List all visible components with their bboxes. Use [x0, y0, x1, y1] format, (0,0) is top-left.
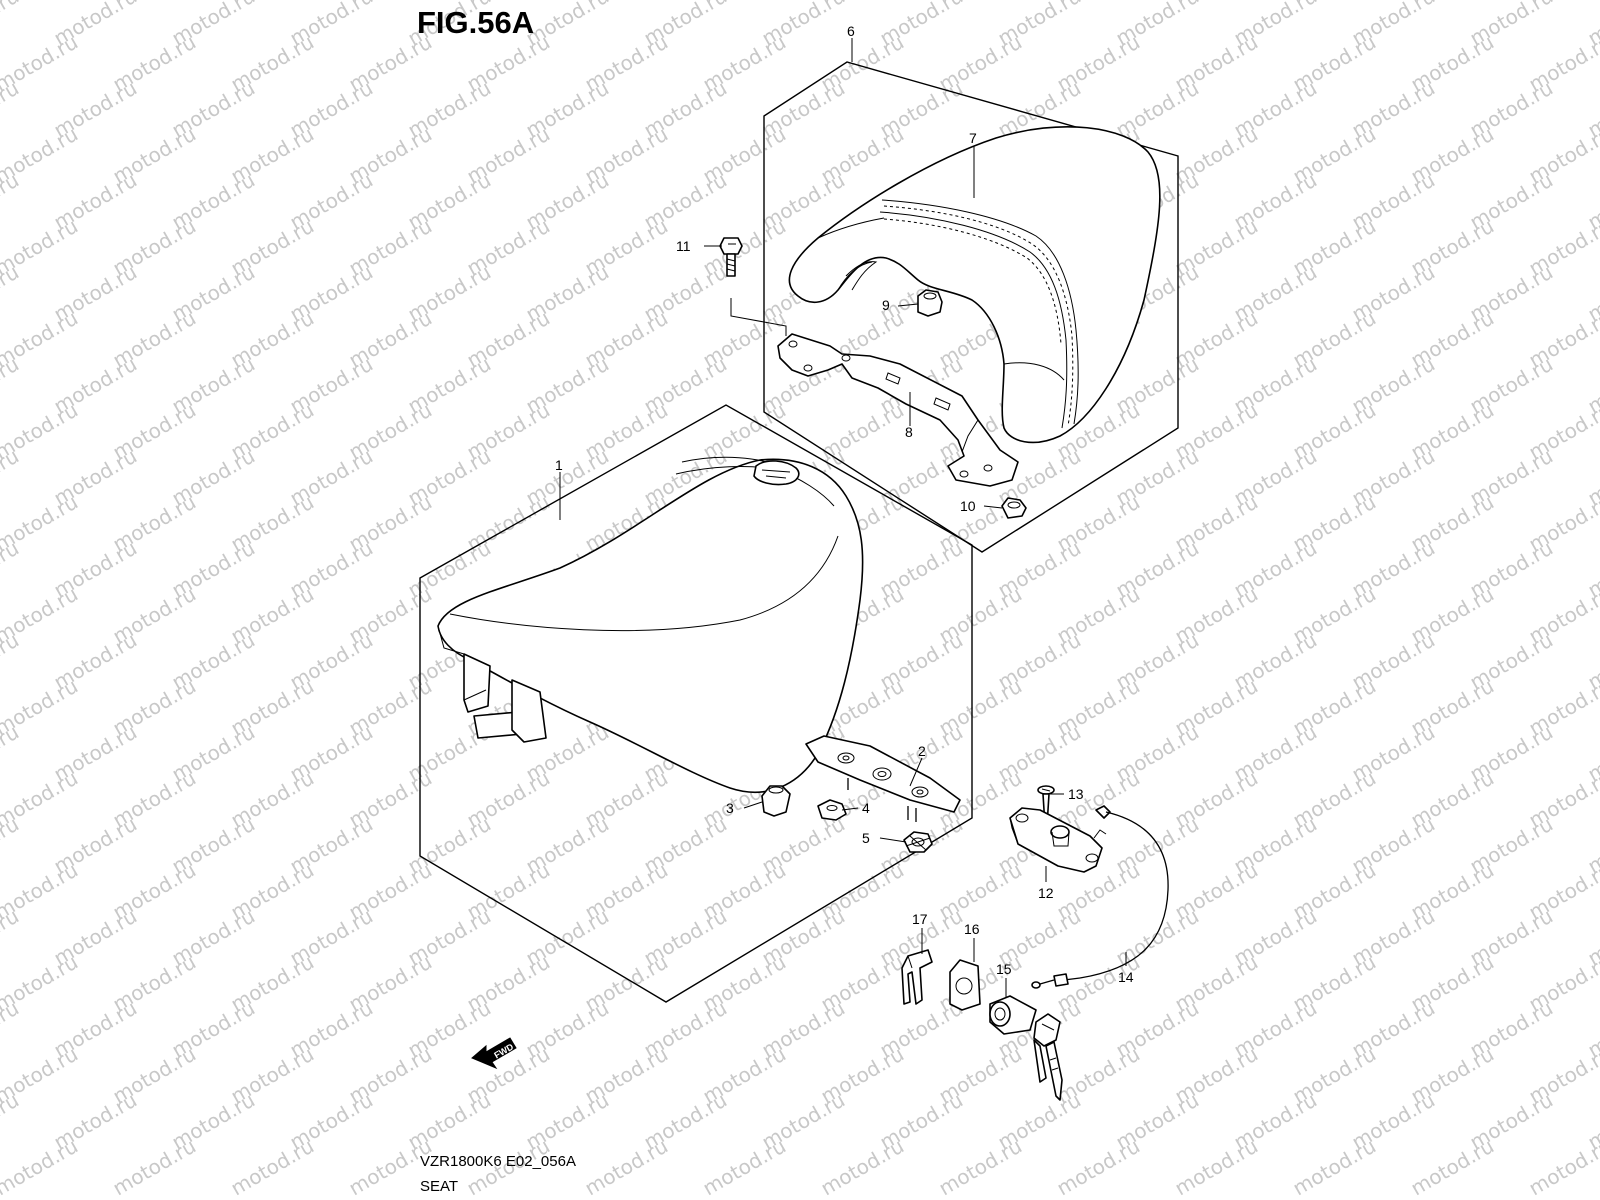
callout-16: 16	[964, 921, 980, 937]
watermark-text: motod.ru	[0, 0, 23, 50]
watermark-text: motod.ru	[227, 1134, 318, 1200]
rear-seat-bracket	[777, 333, 1019, 487]
watermark-text: motod.ru	[1525, 1134, 1600, 1200]
section-name: SEAT	[420, 1178, 458, 1195]
seat-lock-cable-14	[1031, 805, 1169, 989]
cushion-3	[761, 785, 791, 817]
callout-5: 5	[862, 830, 870, 846]
rear-seat	[788, 125, 1161, 444]
callouts: 6 7 11 9 8 10 1 2 3 4 5 13 12 17 16 15 1…	[555, 23, 1134, 985]
model-code: VZR1800K6 E02_056A	[420, 1153, 576, 1170]
watermark-text: motod.ru	[109, 1134, 200, 1200]
callout-1: 1	[555, 457, 563, 473]
grommet-4	[817, 799, 847, 821]
front-seat-bracket	[805, 735, 961, 822]
callout-17: 17	[912, 911, 928, 927]
callout-14: 14	[1118, 969, 1134, 985]
callout-3: 3	[726, 800, 734, 816]
watermark-text: motod.ru	[1171, 1134, 1262, 1200]
seat-lock-12	[1009, 807, 1107, 873]
watermark-text: motod.ru	[581, 1134, 672, 1200]
plate-16	[949, 959, 981, 1011]
callout-15: 15	[996, 961, 1012, 977]
figure-title: FIG.56A	[417, 5, 534, 40]
lock-cylinder-15	[989, 995, 1063, 1101]
leader-lines	[559, 38, 1127, 998]
callout-13: 13	[1068, 786, 1084, 802]
callout-7: 7	[969, 130, 977, 146]
watermark-text: motod.ru	[935, 1134, 1026, 1200]
callout-12: 12	[1038, 885, 1054, 901]
callout-6: 6	[847, 23, 855, 39]
callout-8: 8	[905, 424, 913, 440]
cushion-9	[917, 289, 943, 317]
front-seat	[437, 456, 864, 793]
callout-2: 2	[918, 743, 926, 759]
rear-seat-group-box	[763, 61, 1179, 553]
clip-17	[901, 949, 933, 1005]
front-seat-group-box	[419, 404, 973, 1003]
callout-4: 4	[862, 800, 870, 816]
watermark-text: motod.ru	[817, 1134, 908, 1200]
callout-10: 10	[960, 498, 976, 514]
watermark-text: motod.ru	[1407, 1134, 1498, 1200]
watermark-text: motod.ru	[1289, 1134, 1380, 1200]
cushion-10	[1001, 497, 1027, 519]
bolt-11	[719, 237, 743, 277]
watermark-text: motod.ru	[1053, 1134, 1144, 1200]
callout-11: 11	[676, 238, 691, 254]
callout-9: 9	[882, 297, 890, 313]
watermark-text: motod.ru	[0, 1134, 82, 1200]
watermark-text: motod.ru	[699, 1134, 790, 1200]
nut-5	[903, 831, 933, 853]
